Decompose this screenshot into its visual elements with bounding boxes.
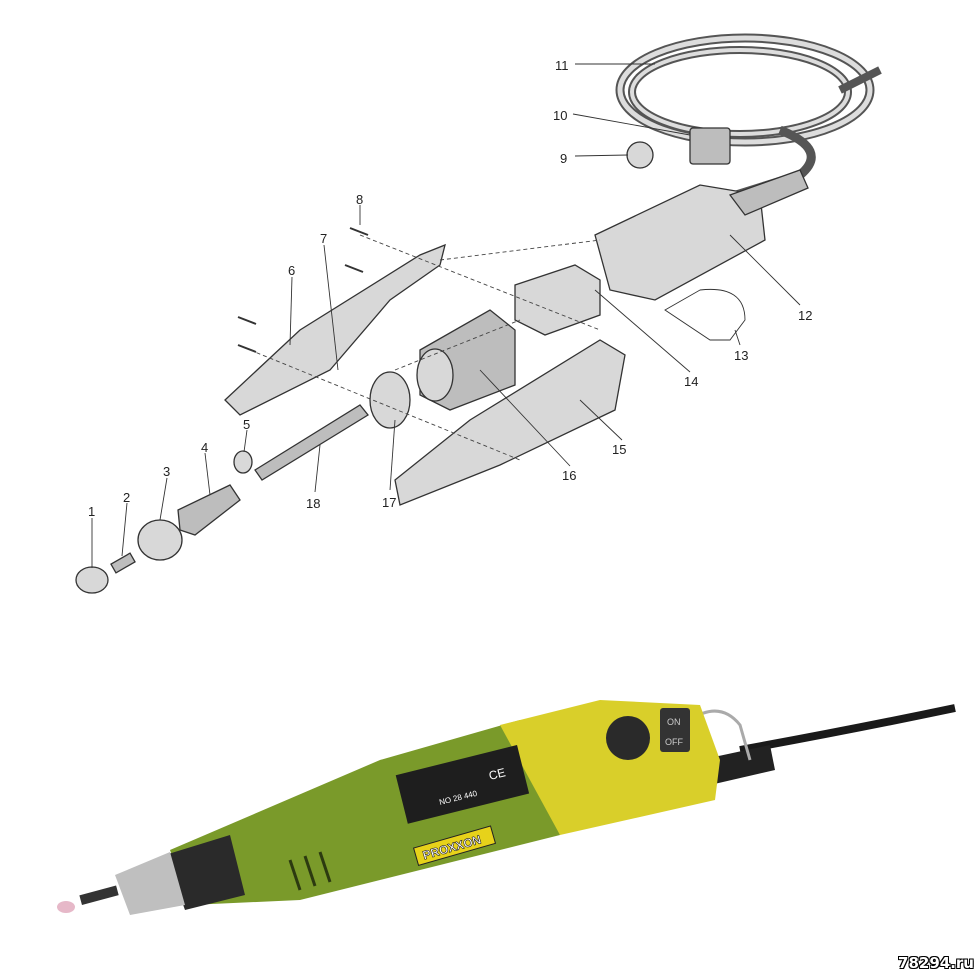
callout-15: 15 [612,442,626,457]
callout-13: 13 [734,348,748,363]
callout-11: 11 [555,58,569,73]
product-photo: ON OFF CE NO 28 440 PROXXON [57,700,956,915]
screws [237,227,369,353]
cable-sleeve-part [728,169,809,216]
callout-12: 12 [798,308,812,323]
callout-9: 9 [560,151,567,166]
electronics-module-part [514,264,601,336]
callout-3: 3 [163,464,170,479]
nut-part [177,484,241,536]
collet-part [110,552,136,574]
cap-part [137,519,183,561]
callout-5: 5 [243,417,250,432]
grip [165,835,245,910]
spec-label [395,745,530,824]
switch-off-label: OFF [665,737,683,747]
callout-2: 2 [123,490,130,505]
power-cable [739,704,956,754]
bearing-plate-part [369,371,411,429]
leader-lines [91,63,801,568]
switch-part [689,127,731,165]
on-off-switch[interactable] [660,708,690,752]
shaft-part [254,404,369,481]
callout-1: 1 [88,504,95,519]
callout-17: 17 [382,495,396,510]
ce-mark: CE [487,765,507,783]
nose-cone [115,852,185,915]
rear-housing-part [594,184,766,301]
collet [79,885,119,906]
callout-18: 18 [306,496,320,511]
cable-strain-relief [700,745,775,785]
speed-dial [606,716,650,760]
callout-labels: 1 2 3 4 5 6 7 8 9 10 11 12 13 14 15 16 1… [88,58,812,519]
speed-knob-part [626,141,654,169]
vent-slots [288,851,332,891]
upper-shell-part [224,243,446,416]
callout-16: 16 [562,468,576,483]
ring-part [233,450,253,474]
callout-10: 10 [553,108,567,123]
watermark: 78294.ru [898,954,974,972]
lower-shell-part [394,339,626,506]
grinding-bit [57,901,75,913]
cable-coil [615,33,882,205]
callout-7: 7 [320,231,327,246]
switch-on-label: ON [667,717,681,727]
callout-6: 6 [288,263,295,278]
callout-4: 4 [201,440,208,455]
nose-part [75,566,109,594]
hanger-loop-part [664,288,746,341]
brand-badge [412,825,497,866]
callout-8: 8 [356,192,363,207]
callout-14: 14 [684,374,698,389]
